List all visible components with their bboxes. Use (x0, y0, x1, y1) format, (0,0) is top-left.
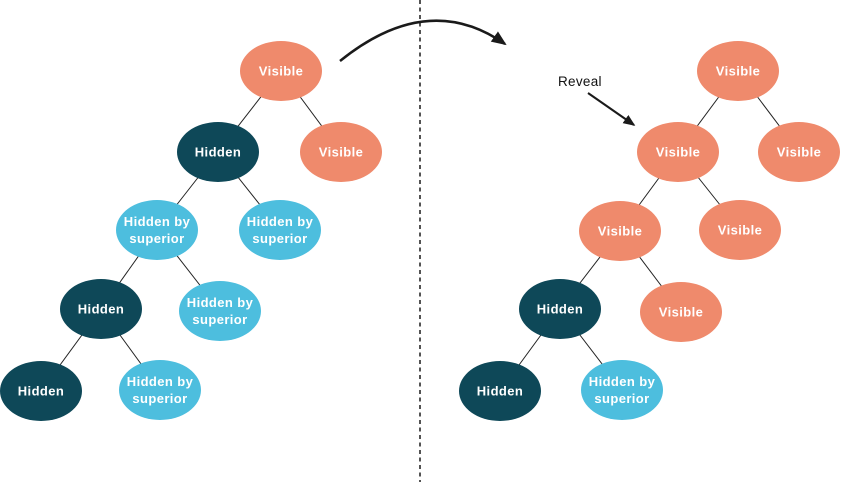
tree-node-hidden: Hidden (60, 279, 142, 339)
hidden-node-ellipse (177, 122, 259, 182)
tree-node-visible: Visible (758, 122, 840, 182)
hidden-node-ellipse (519, 279, 601, 339)
hidden-by-superior-node-ellipse (179, 281, 261, 341)
hidden-node-ellipse (0, 361, 82, 421)
reveal-label: Reveal (558, 74, 602, 89)
hidden-node-ellipse (459, 361, 541, 421)
visible-node-ellipse (240, 41, 322, 101)
tree-node-visible: Visible (697, 41, 779, 101)
hidden-by-superior-node-ellipse (239, 200, 321, 260)
visible-node-ellipse (300, 122, 382, 182)
node-label: Visible (777, 145, 821, 160)
tree-node-visible: Visible (240, 41, 322, 101)
node-label: Hidden (195, 145, 241, 160)
tree-node-hidden: Hidden (177, 122, 259, 182)
visible-node-ellipse (640, 282, 722, 342)
tree-node-visible: Visible (699, 200, 781, 260)
node-label: Hidden (18, 384, 64, 399)
node-label: Visible (656, 145, 700, 160)
tree-node-visible: Visible (300, 122, 382, 182)
visible-node-ellipse (579, 201, 661, 261)
hidden-by-superior-node-ellipse (119, 360, 201, 420)
node-label: Visible (718, 223, 762, 238)
tree-node-visible: Visible (640, 282, 722, 342)
tree-node-hidden: Hidden (0, 361, 82, 421)
node-label: Visible (259, 64, 303, 79)
tree-node-hidden: Hidden (519, 279, 601, 339)
visible-node-ellipse (697, 41, 779, 101)
node-label: Hidden (477, 384, 523, 399)
tree-node-hidden: Hidden (459, 361, 541, 421)
node-label: Hidden (537, 302, 583, 317)
node-label: Visible (716, 64, 760, 79)
node-label: Visible (319, 145, 363, 160)
node-label: Hidden (78, 302, 124, 317)
tree-node-visible: Visible (637, 122, 719, 182)
hidden-by-superior-node-ellipse (581, 360, 663, 420)
visible-node-ellipse (758, 122, 840, 182)
visible-node-ellipse (699, 200, 781, 260)
transform-arrow (339, 19, 507, 62)
hidden-node-ellipse (60, 279, 142, 339)
node-label: Visible (598, 224, 642, 239)
tree-node-visible: Visible (579, 201, 661, 261)
hidden-by-superior-node-ellipse (116, 200, 198, 260)
node-label: Visible (659, 305, 703, 320)
visible-node-ellipse (637, 122, 719, 182)
reveal-arrow (587, 92, 636, 126)
